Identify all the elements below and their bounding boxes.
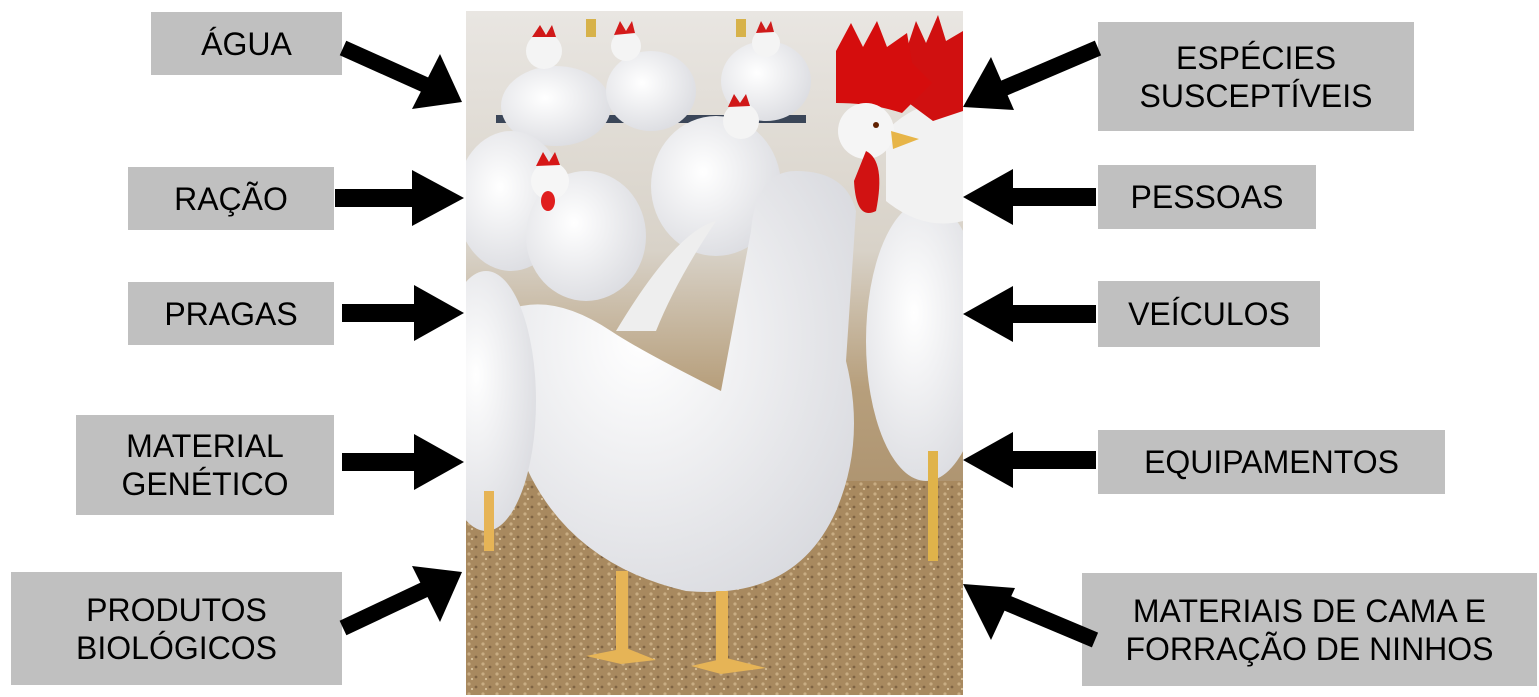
arrow-materiais-cama (963, 584, 1095, 640)
arrow-equipamentos (963, 432, 1096, 488)
arrow-veiculos (963, 286, 1096, 342)
arrow-agua (343, 48, 462, 109)
arrow-racao (335, 170, 464, 226)
arrow-especies-susceptiveis (963, 48, 1098, 110)
arrow-pessoas (963, 169, 1096, 225)
arrow-produtos-biologicos (343, 566, 462, 628)
arrow-pragas (342, 285, 464, 341)
arrow-material-genetico (342, 434, 464, 490)
